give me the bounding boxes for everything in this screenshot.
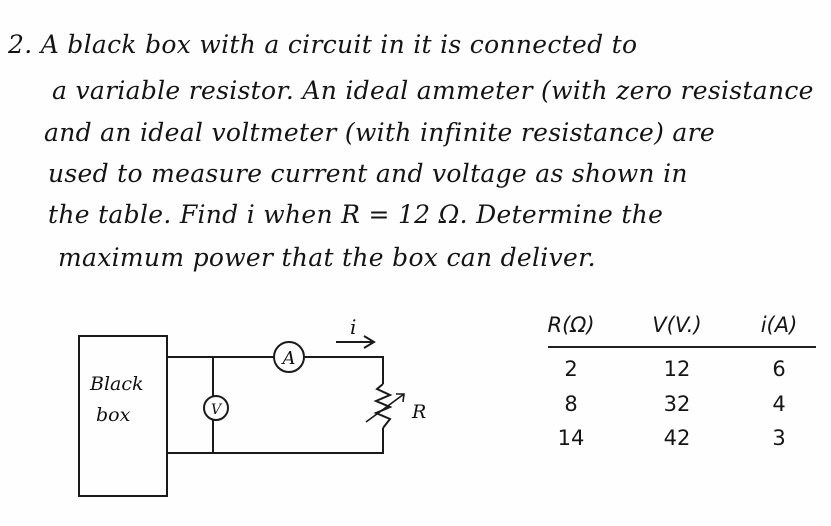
resistor-label: R bbox=[411, 401, 426, 423]
table-cell: 2 bbox=[564, 357, 578, 381]
table-cell: 4 bbox=[772, 392, 786, 416]
ammeter-icon bbox=[273, 341, 305, 373]
table-cell: 3 bbox=[772, 426, 786, 450]
problem-line-1: 2. A black box with a circuit in it is c… bbox=[8, 30, 638, 59]
problem-line-4: used to measure current and voltage as s… bbox=[48, 159, 688, 188]
black-box-label-1: Black bbox=[89, 373, 144, 395]
problem-line-3: and an ideal voltmeter (with infinite re… bbox=[44, 118, 715, 147]
table-rule bbox=[548, 346, 816, 348]
resistor-icon bbox=[373, 383, 393, 429]
voltmeter-icon bbox=[203, 395, 229, 421]
wire-top-right bbox=[304, 356, 384, 384]
table-cell: 12 bbox=[663, 357, 691, 381]
header-resistance: R(Ω) bbox=[547, 313, 595, 337]
problem-line-2: a variable resistor. An ideal ammeter (w… bbox=[52, 76, 814, 105]
table-cell: 6 bbox=[772, 357, 786, 381]
ammeter-label: A bbox=[281, 348, 296, 369]
current-label: i bbox=[350, 315, 356, 339]
problem-line-5: the table. Find i when R = 12 Ω. Determi… bbox=[48, 200, 664, 229]
voltmeter-label: V bbox=[211, 402, 223, 418]
header-current: i(A) bbox=[760, 313, 798, 337]
black-box bbox=[78, 335, 168, 497]
problem-line-6: maximum power that the box can deliver. bbox=[58, 243, 596, 272]
table-cell: 8 bbox=[564, 392, 578, 416]
variable-arrow-icon bbox=[365, 393, 405, 423]
header-voltage: V(V.) bbox=[652, 313, 702, 337]
circuit-diagram: Black box A V i R bbox=[78, 315, 426, 497]
current-arrow-icon bbox=[336, 335, 376, 349]
table-cell: 32 bbox=[663, 392, 691, 416]
table-cell: 14 bbox=[557, 426, 585, 450]
table-cell: 42 bbox=[663, 426, 691, 450]
black-box-label-2: box bbox=[96, 404, 131, 426]
wire-bottom bbox=[167, 428, 384, 454]
